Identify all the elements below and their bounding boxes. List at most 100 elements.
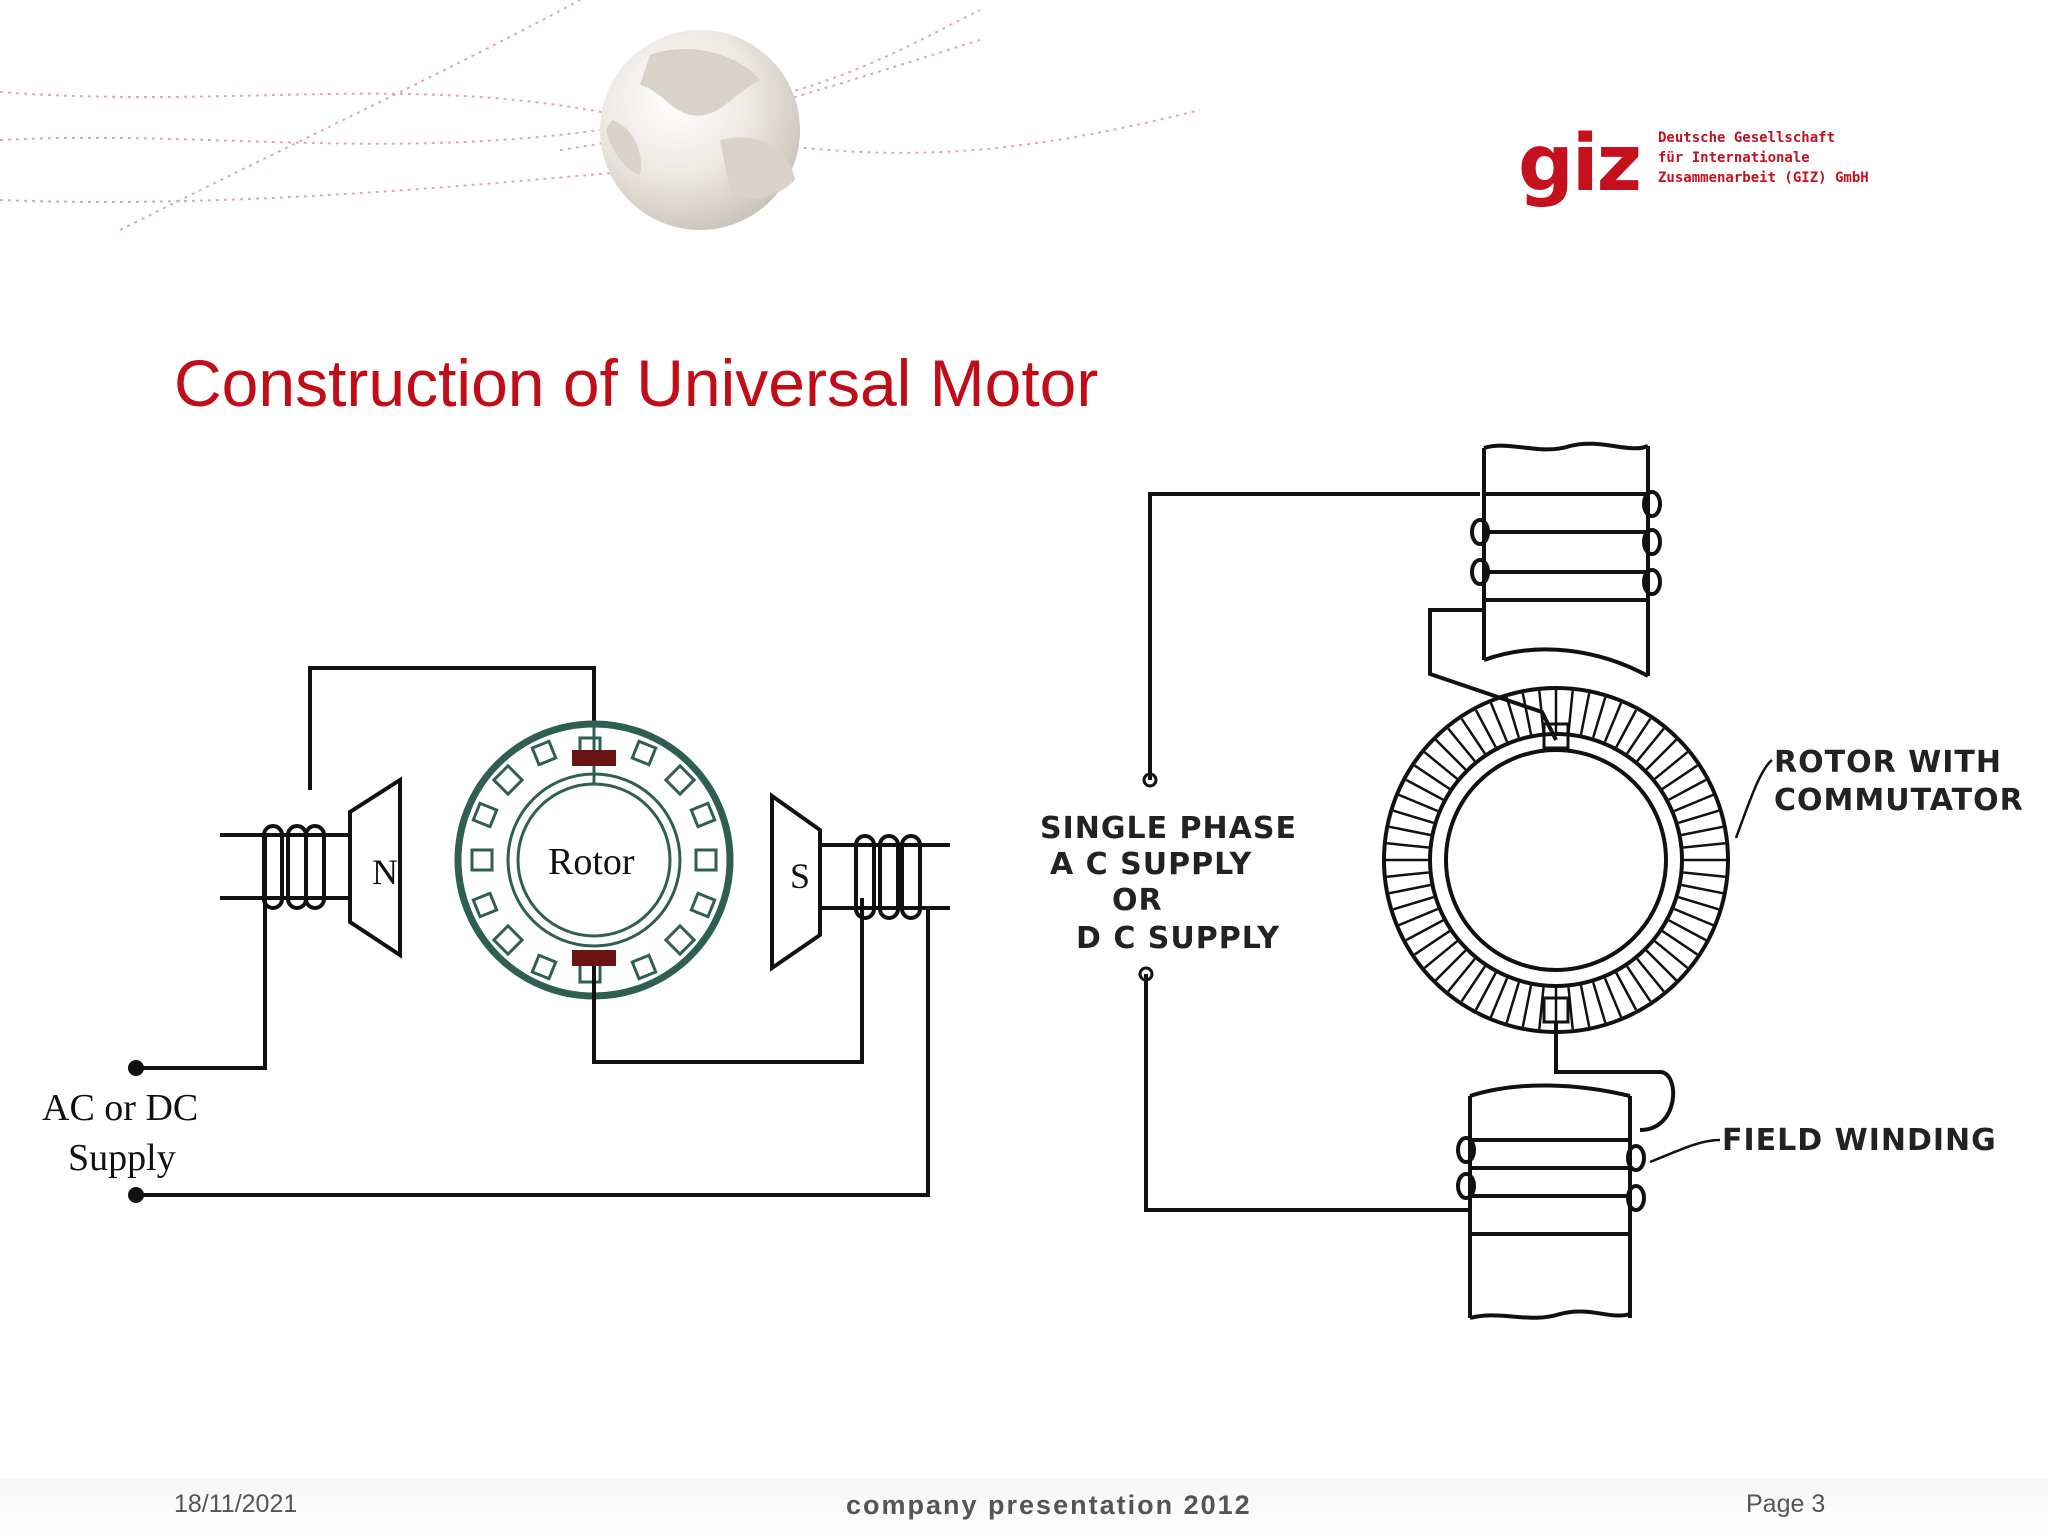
wire-supply-bottom-right <box>1144 974 1470 1212</box>
rotor-label: Rotor <box>548 841 635 883</box>
rotor-tooth <box>1668 778 1707 801</box>
supply-label-line2: Supply <box>68 1137 176 1179</box>
footer-date: 18/11/2021 <box>174 1490 298 1518</box>
rotor-tooth <box>1398 907 1439 927</box>
leader-rotor <box>1734 759 1773 839</box>
wire-supply-top <box>136 835 267 1070</box>
rotor-tooth <box>1683 842 1726 849</box>
rotor-tooth <box>1460 718 1486 755</box>
rotor-tooth <box>1389 825 1431 837</box>
rotor-tooth <box>1683 871 1726 878</box>
pole-north-label: N <box>372 852 398 892</box>
rotor-tooth <box>1615 709 1638 748</box>
field-coil-south <box>854 834 922 920</box>
rotor-tooth <box>1615 972 1638 1011</box>
rotor-tooth <box>1645 738 1678 771</box>
rotor-tooth <box>1447 958 1476 993</box>
supply-right-line3: OR <box>1112 883 1163 918</box>
rotor-tooth <box>1681 883 1723 895</box>
rotor-tooth <box>1423 940 1458 969</box>
logo-line: Deutsche Gesellschaft <box>1658 130 1836 146</box>
footer-page-number: Page 3 <box>1746 1490 1826 1518</box>
rotor-tooth <box>1645 949 1678 982</box>
rotor-tooth <box>1567 987 1574 1030</box>
supply-right-line1: SINGLE PHASE <box>1040 811 1297 846</box>
giz-logo: giz Deutsche Gesellschaft für Internatio… <box>1518 118 1918 218</box>
rotor-tooth <box>1405 778 1444 801</box>
slide-title: Construction of Universal Motor <box>174 346 1099 420</box>
supply-right-line4: D C SUPPLY <box>1076 921 1280 956</box>
terminal-bottom <box>128 1187 144 1203</box>
rotor-tooth <box>1626 965 1652 1002</box>
rotor-tooth <box>1505 982 1520 1024</box>
left-motor-diagram <box>128 666 950 1203</box>
rotor-tooth <box>1673 793 1714 813</box>
rotor-tooth <box>1654 940 1689 969</box>
rotor-tooth <box>1434 738 1467 771</box>
wire-supply-bottom <box>136 908 930 1197</box>
logo-line: Zusammenarbeit (GIZ) GmbH <box>1658 170 1869 186</box>
right-motor-diagram <box>1138 441 1773 1320</box>
field-winding-label: FIELD WINDING <box>1722 1123 1997 1158</box>
pole-south-label: S <box>790 856 810 896</box>
rotor-tooth <box>1392 809 1434 824</box>
rotor-tooth <box>1538 987 1545 1030</box>
rotor-tooth <box>1661 930 1698 956</box>
rotor-tooth <box>1636 727 1665 762</box>
rotor-tooth <box>1636 958 1665 993</box>
rotor-commutator-label-line1: ROTOR WITH <box>1774 745 2002 780</box>
rotor-tooth <box>1603 977 1623 1018</box>
field-pole-top <box>1428 441 1662 741</box>
rotor-tooth <box>1447 727 1476 762</box>
brush-bottom <box>572 950 616 966</box>
rotor-tooth <box>1386 842 1429 849</box>
logo-text: Deutsche Gesellschaft für Internationale… <box>1658 128 1869 188</box>
rotor-tooth <box>1592 982 1607 1024</box>
wire-top <box>308 666 596 790</box>
rotor-tooth <box>1474 972 1497 1011</box>
rotor-tooth <box>1681 825 1723 837</box>
rotor-tooth <box>1668 919 1707 942</box>
rotor-tooth <box>1661 764 1698 790</box>
rotor-tooth <box>1626 718 1652 755</box>
leader-field <box>1649 1138 1721 1164</box>
rotor-tooth <box>1678 896 1720 911</box>
rotor-tooth <box>1389 883 1431 895</box>
rotor-tooth <box>1474 709 1497 748</box>
rotor-tooth <box>1434 949 1467 982</box>
pole-north-shape <box>348 776 402 959</box>
rotor-tooth <box>1678 809 1720 824</box>
logo-line: für Internationale <box>1658 150 1810 166</box>
rotor-tooth <box>1673 907 1714 927</box>
terminal-right-bottom <box>1138 966 1154 982</box>
rotor-tooth <box>1505 696 1520 738</box>
field-coil-north <box>262 824 326 910</box>
brush-top <box>572 750 616 766</box>
rotor-tooth <box>1414 930 1451 956</box>
wire-bottom <box>592 898 864 1064</box>
terminal-right-top <box>1142 772 1158 788</box>
rotor-tooth <box>1579 985 1591 1027</box>
footer-title: company presentation 2012 <box>846 1490 1252 1520</box>
rotor-tooth <box>1398 793 1439 813</box>
rotor-tooth <box>1521 985 1533 1027</box>
rotor-commutator-label-line2: COMMUTATOR <box>1774 783 2024 818</box>
terminal-top <box>128 1060 144 1076</box>
rotor-tooth <box>1592 696 1607 738</box>
rotor-tooth <box>1392 896 1434 911</box>
rotor-tooth <box>1414 764 1451 790</box>
rotor-tooth <box>1489 702 1509 743</box>
rotor-tooth <box>1654 751 1689 780</box>
rotor-tooth <box>1489 977 1509 1018</box>
rotor-with-commutator <box>1382 686 1730 1034</box>
footer-band <box>0 1478 2048 1536</box>
rotor-tooth <box>1405 919 1444 942</box>
header-decoration <box>0 0 1201 231</box>
rotor-tooth <box>1521 693 1533 735</box>
pole-south-shape <box>770 792 822 972</box>
rotor-tooth <box>1460 965 1486 1002</box>
rotor-tooth <box>1603 702 1623 743</box>
wire-supply-top-right <box>1148 492 1480 780</box>
